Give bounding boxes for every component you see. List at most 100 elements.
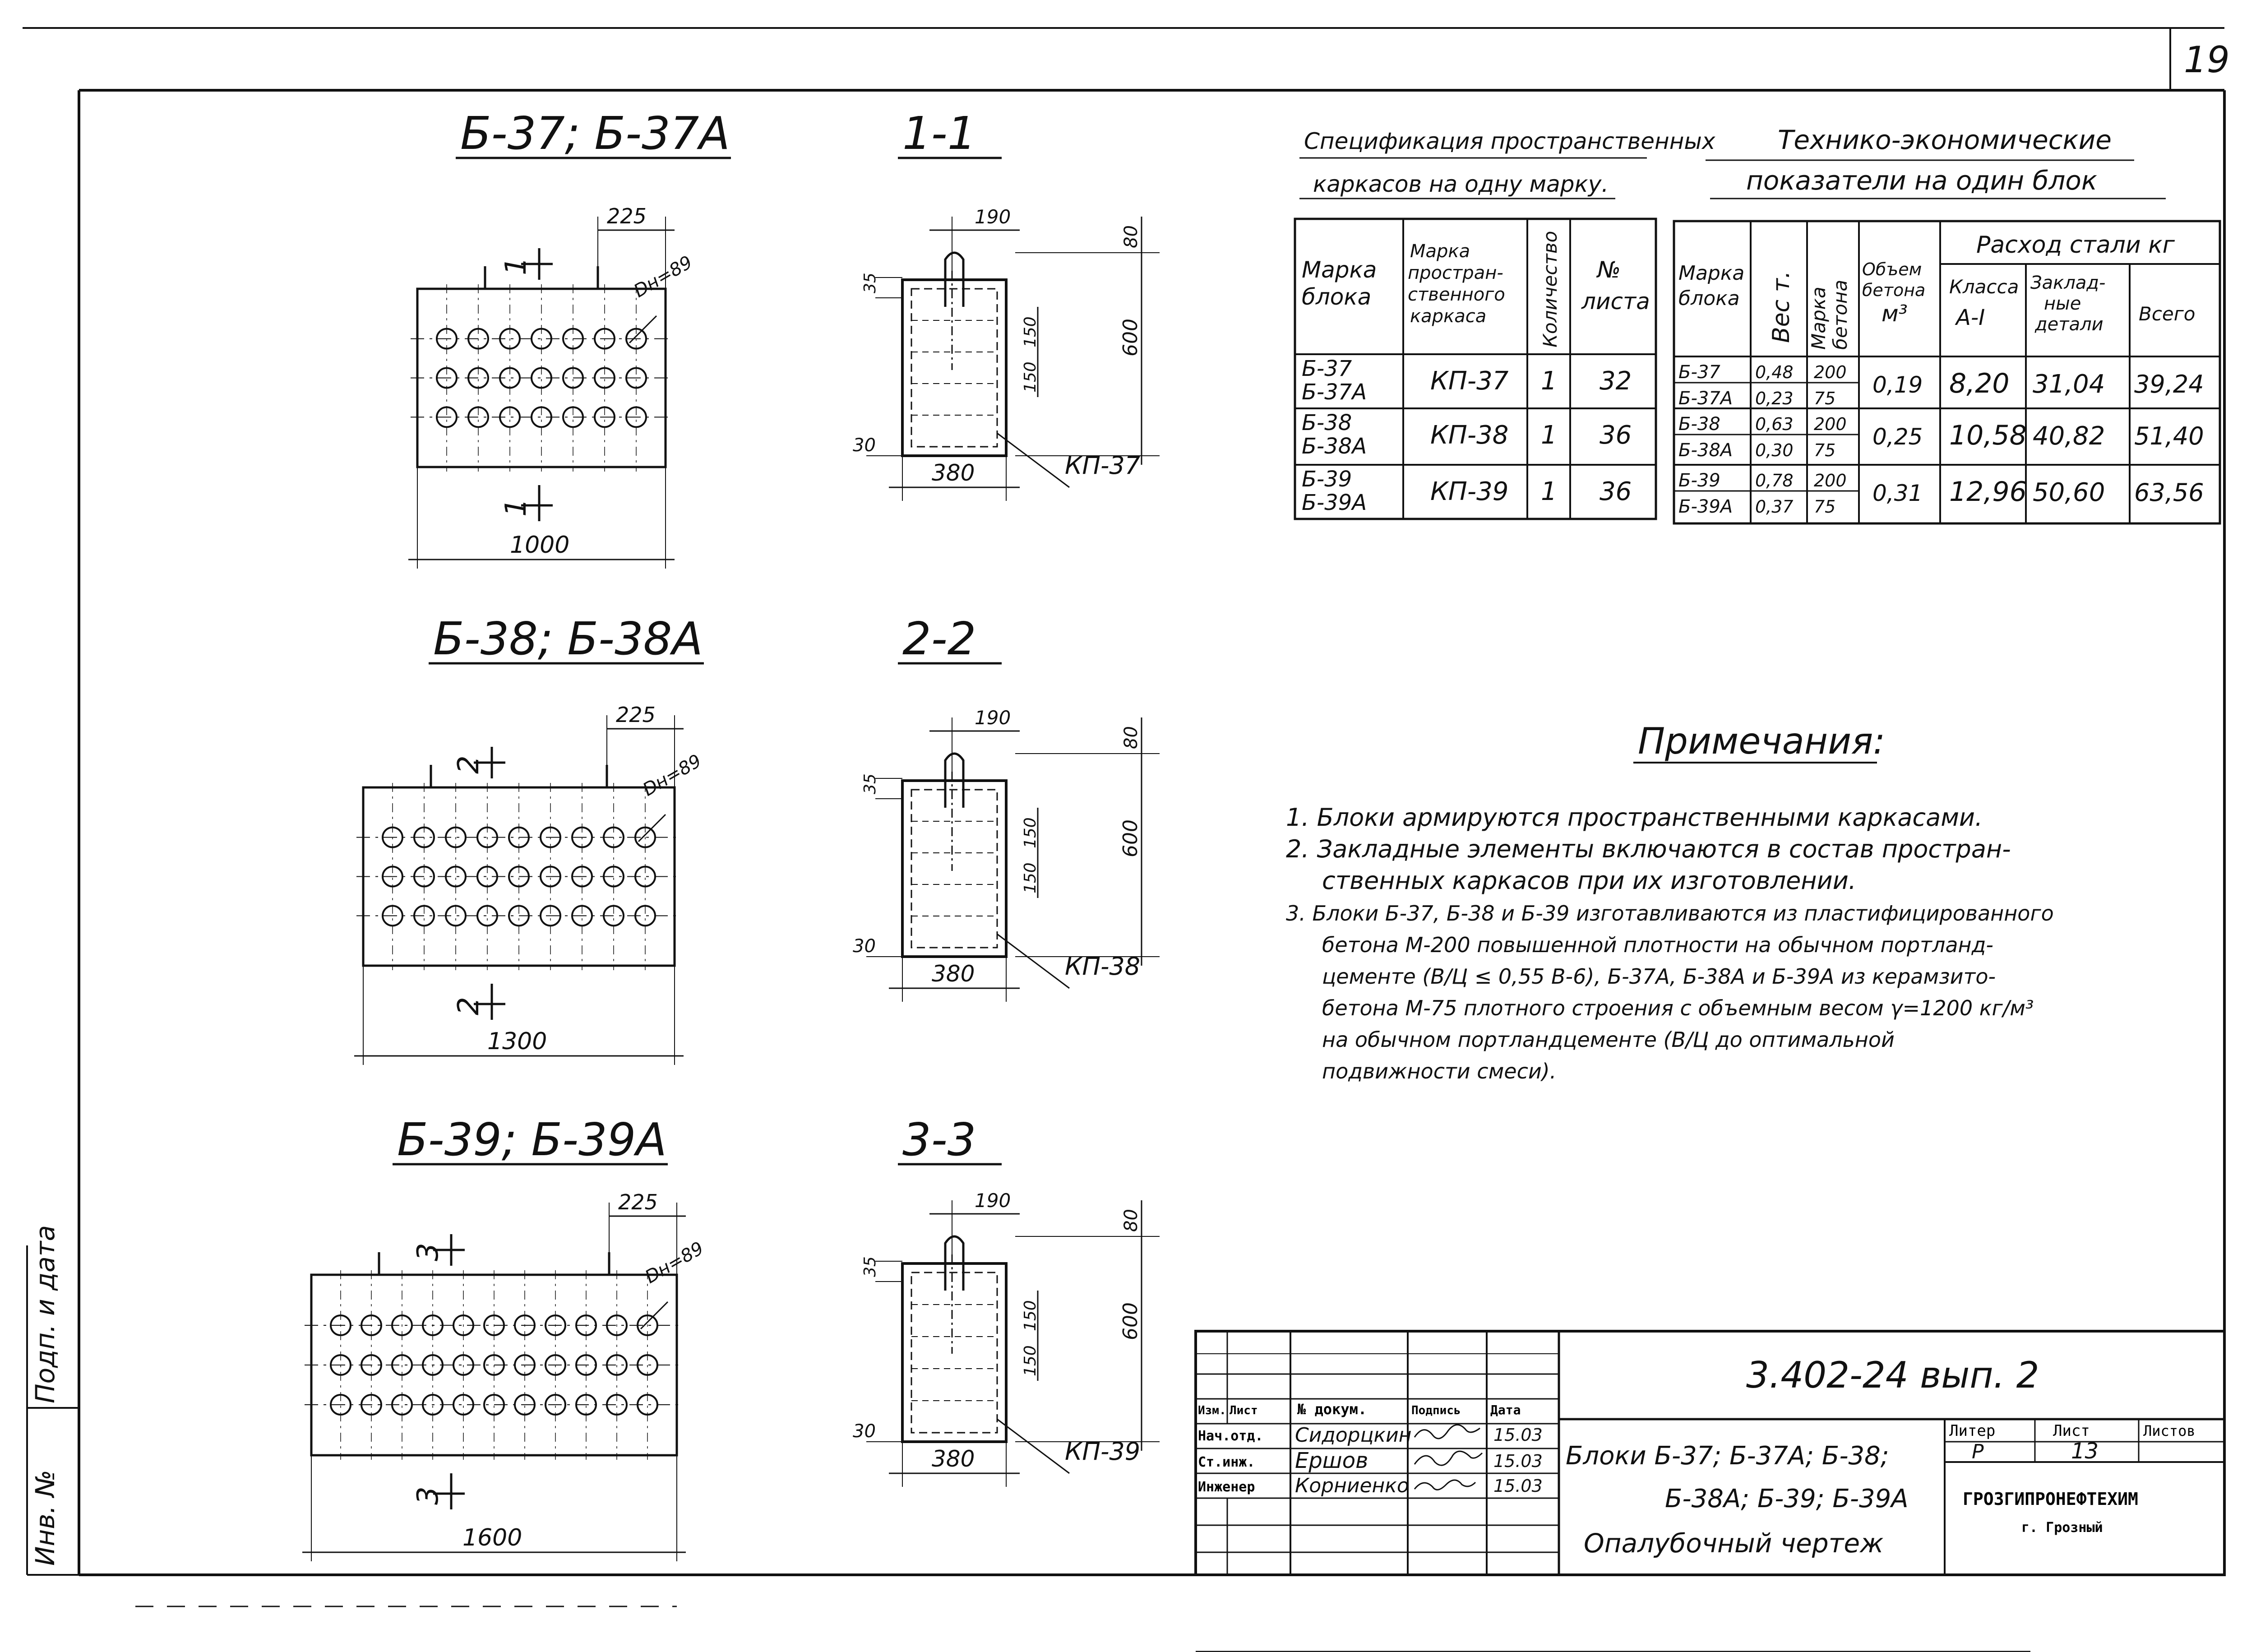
hole: [571, 826, 593, 848]
hole: [514, 1354, 536, 1376]
spec-cell-block: Б-37: [1302, 356, 1352, 381]
drawing-title-line2: Б-38А; Б-39; Б-39А: [1665, 1484, 1909, 1513]
hole: [606, 1394, 628, 1416]
leader: [997, 1418, 1070, 1474]
hole: [499, 367, 521, 389]
hole: [413, 865, 435, 888]
dim-length: 1600: [462, 1524, 522, 1551]
hole: [467, 328, 489, 350]
sheet-label: Лист: [2053, 1422, 2090, 1440]
tech-header-total: Всего: [2139, 303, 2196, 325]
hole: [594, 328, 615, 350]
hole: [382, 865, 403, 888]
dim-left-top: 35: [861, 273, 879, 293]
hole: [453, 1354, 474, 1376]
dim-offset: 225: [618, 1190, 658, 1214]
spec-cell-block: Б-38: [1302, 410, 1352, 435]
side-stamp-date: Подп. и дата: [30, 1225, 60, 1403]
dim-offset: 225: [616, 703, 656, 727]
hole: [330, 1314, 351, 1336]
spec-cell-sheet: 36: [1600, 477, 1632, 506]
leader: [997, 933, 1070, 989]
hole: [625, 328, 647, 350]
spec-cell-qty: 1: [1541, 477, 1557, 506]
spec-cell-sheet: 36: [1600, 421, 1632, 450]
tech-cell-volume: 0,25: [1872, 424, 1923, 450]
section-outline: [901, 779, 1008, 958]
tech-cell-embedded: 50,60: [2033, 478, 2105, 507]
hole: [499, 406, 521, 428]
dim-height: 600: [1119, 319, 1142, 356]
cut-mark-number: 2: [452, 997, 485, 1015]
tech-cell-grade: 200: [1814, 414, 1847, 434]
tech-cell-weight: 0,63: [1755, 414, 1794, 434]
hole: [531, 328, 552, 350]
hole: [436, 367, 458, 389]
hole: [361, 1314, 382, 1336]
spec-header-qty: Количество: [1539, 231, 1561, 347]
hole: [625, 367, 647, 389]
hole: [422, 1394, 444, 1416]
hole: [413, 905, 435, 927]
lifting-loop: [944, 1235, 965, 1291]
tech-cell-class: 10,58: [1949, 420, 2027, 451]
tech-cell-block: Б-37: [1678, 362, 1720, 383]
hole: [361, 1354, 382, 1376]
hole: [603, 865, 624, 888]
hole: [382, 826, 403, 848]
dim-top-width: 190: [975, 1189, 1011, 1212]
tech-cell-grade: 200: [1814, 471, 1847, 491]
block-view-title: Б-37; Б-37А: [460, 107, 730, 160]
hole: [453, 1314, 474, 1336]
tech-cell-weight: 0,23: [1755, 389, 1794, 408]
header-izm: Изм.: [1198, 1404, 1226, 1417]
lifting-loop: [944, 752, 965, 808]
spec-cell-qty: 1: [1541, 366, 1557, 396]
cut-mark-number: 1: [499, 257, 533, 275]
dim-top: 80: [1121, 225, 1142, 248]
tech-header-steel: Расход стали кг: [1976, 231, 2175, 259]
hole: [499, 328, 521, 350]
dim-left-top: 35: [861, 773, 879, 794]
title-block: 3.402-24 вып. 2 Изм. Лист № докум. Подпи…: [1194, 1330, 2226, 1576]
hole: [562, 367, 584, 389]
section-title: 3-3: [902, 1113, 976, 1166]
signatures: [1414, 1424, 1483, 1490]
tech-cell-class: 8,20: [1949, 368, 2010, 399]
tech-cell-weight: 0,48: [1755, 362, 1794, 382]
cut-mark-number: 3: [411, 1243, 445, 1261]
header-sign: Подпись: [1411, 1404, 1461, 1417]
date-3: 15.03: [1493, 1476, 1543, 1496]
hole: [514, 1314, 536, 1336]
hole: [531, 406, 552, 428]
spec-cell-frame: КП-37: [1430, 366, 1509, 396]
tech-cell-total: 39,24: [2134, 370, 2204, 398]
tech-title-line2: показатели на один блок: [1746, 165, 2097, 196]
hole: [508, 865, 530, 888]
spec-cell-block: Б-37А: [1302, 379, 1367, 405]
tech-cell-grade: 75: [1814, 389, 1835, 408]
leader: [629, 315, 657, 344]
role-3: Инженер: [1198, 1479, 1255, 1495]
hole: [361, 1394, 382, 1416]
dim-left-top: 35: [861, 1256, 879, 1277]
hole: [445, 865, 467, 888]
hole: [606, 1354, 628, 1376]
dim-offset: 225: [607, 204, 647, 228]
hole: [634, 905, 656, 927]
role-2: Ст.инж.: [1198, 1454, 1255, 1470]
hole: [562, 406, 584, 428]
hole: [531, 367, 552, 389]
hole: [634, 865, 656, 888]
